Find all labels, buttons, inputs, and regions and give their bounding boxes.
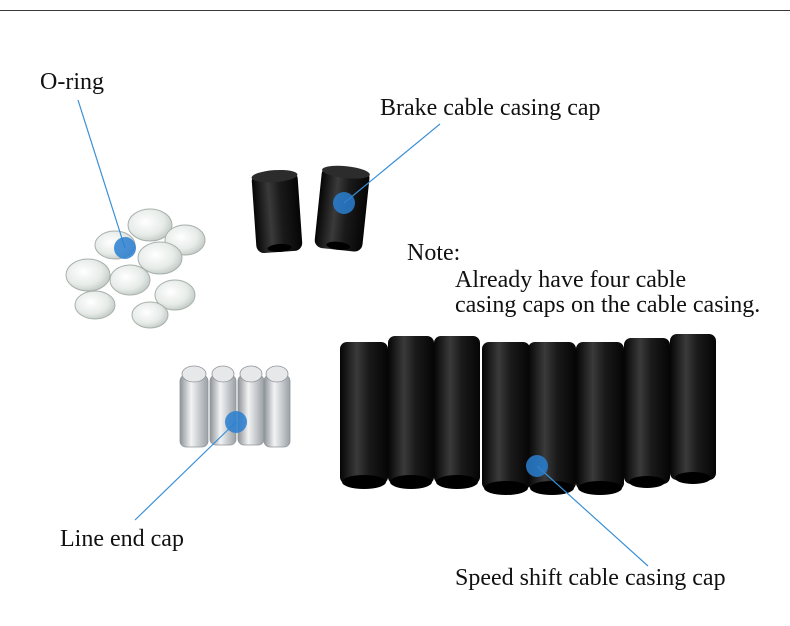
callout-brake-cap <box>333 123 441 214</box>
speed-shift-cap <box>434 336 480 489</box>
speed-shift-cap <box>388 336 434 489</box>
speed-shift-cap <box>576 342 624 495</box>
line-end-cap <box>179 365 209 448</box>
line-end-cap <box>209 365 237 446</box>
o-ring <box>131 301 169 329</box>
note-line-2: casing caps on the cable casing. <box>455 292 761 318</box>
o-ring-cluster <box>65 208 206 329</box>
o-ring <box>127 208 173 242</box>
speed-shift-cap-row <box>340 334 716 495</box>
o-ring <box>154 279 196 311</box>
line-end-cap-group <box>179 365 291 448</box>
o-ring <box>74 290 116 320</box>
brake-cap-label: Brake cable casing cap <box>380 95 601 121</box>
callout-dot <box>333 192 355 214</box>
note-line-1: Already have four cable <box>455 267 687 293</box>
callout-dot <box>526 455 548 477</box>
o-ring <box>109 264 151 296</box>
speed-shift-cap-label: Speed shift cable casing cap <box>455 565 726 591</box>
line-end-cap-label: Line end cap <box>60 526 184 552</box>
speed-shift-cap <box>624 338 670 488</box>
o-ring <box>65 258 111 292</box>
line-end-cap <box>263 365 291 448</box>
top-divider <box>0 10 790 11</box>
brake-cap <box>251 171 303 254</box>
callout-dot <box>225 411 247 433</box>
callout-dot <box>114 237 136 259</box>
note-title: Note: <box>407 240 461 266</box>
callout-line-end-cap <box>134 411 247 521</box>
line-end-cap <box>237 365 265 446</box>
speed-shift-cap <box>670 334 716 484</box>
speed-shift-cap <box>528 342 576 495</box>
speed-shift-cap <box>340 342 388 489</box>
o-ring-label: O-ring <box>40 69 104 95</box>
callout-o-ring <box>77 99 136 259</box>
callout-speed-shift-cap <box>526 455 649 567</box>
o-ring <box>137 241 183 275</box>
speed-shift-cap <box>482 342 530 495</box>
